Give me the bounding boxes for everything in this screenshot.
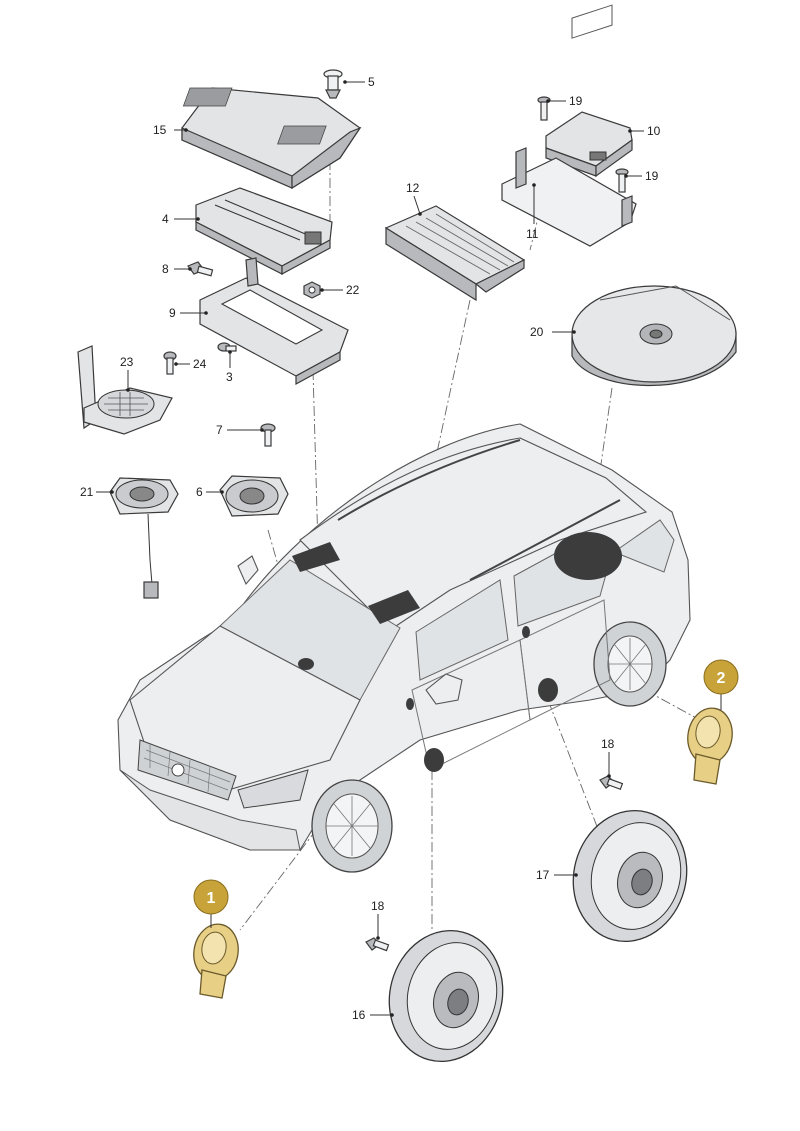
midrange-speaker-with-cable [109,477,179,599]
part-label-24: 24 [193,357,207,371]
badge-label-1: 1 [207,890,216,907]
part-label-11: 11 [526,227,539,241]
front-door-bass-speaker [388,929,504,1063]
amplifier-module [384,205,526,302]
part-label-6: 6 [196,485,203,499]
part-label-5: 5 [368,75,375,89]
part-label-9: 9 [169,306,176,320]
part-label-19b: 19 [645,169,659,183]
part-label-22: 22 [346,283,360,297]
part-label-20: 20 [530,325,544,339]
part-label-18b: 18 [371,899,385,913]
part-label-18a: 18 [601,737,615,751]
amplifier-unit [195,187,333,276]
badge-part-1[interactable]: 1 [193,879,229,915]
part-label-12: 12 [406,181,420,195]
part-label-15: 15 [153,123,167,137]
part-label-17: 17 [536,868,550,882]
badge-part-2[interactable]: 2 [703,659,739,695]
screw [537,96,551,121]
installation-position-markers [292,532,622,772]
vehicle-body [117,423,691,873]
screw [615,168,629,193]
clip-fastener [323,69,343,99]
rear-door-bass-speaker [572,809,688,943]
door-midrange-speaker [219,475,289,517]
part-label-21: 21 [80,485,94,499]
bolt [599,775,624,791]
part-label-3: 3 [226,370,233,384]
badge-label-2: 2 [717,670,726,687]
part-label-16: 16 [352,1008,366,1022]
subwoofer-housing [77,345,173,435]
part-label-23: 23 [120,355,134,369]
part-label-7: 7 [216,423,223,437]
part-label-19a: 19 [569,94,583,108]
part-label-4: 4 [162,212,169,226]
amplifier-bracket [199,257,349,386]
amplifier-cover [181,87,362,190]
part-label-10: 10 [647,124,661,138]
nut [303,281,321,299]
screw [217,342,237,352]
label-leader-lines [96,80,722,1017]
bolt [187,261,214,277]
screw [260,423,276,447]
spare-wheel-subwoofer [571,285,737,387]
screw [163,351,177,375]
bolt [365,937,390,952]
mounting-plate [501,4,637,247]
tweeter-front-highlighted[interactable] [189,921,242,999]
part-number-labels: 5 15 4 8 9 3 22 23 24 7 21 6 19 10 19 12… [80,75,661,1022]
control-unit [545,111,633,178]
tweeter-rear-highlighted[interactable] [683,705,736,785]
part-label-8: 8 [162,262,169,276]
